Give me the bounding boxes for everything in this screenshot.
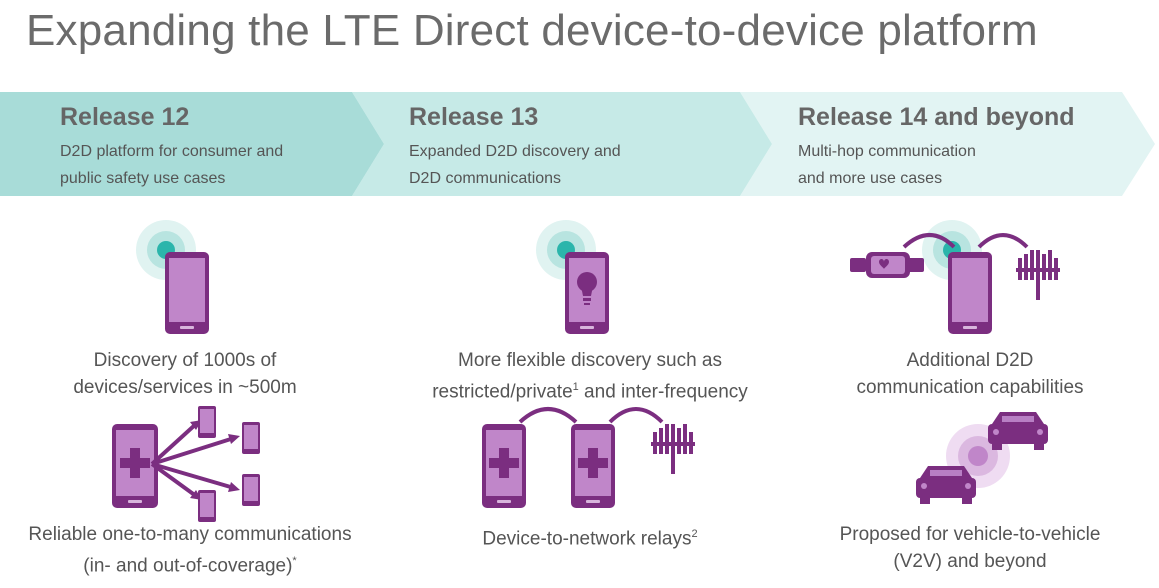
- car-icon: [988, 412, 1048, 450]
- page-title: Expanding the LTE Direct device-to-devic…: [26, 6, 1038, 55]
- wearable-phone-tower-icon: [850, 220, 1060, 334]
- caption-one-to-many: Reliable one-to-many communications(in- …: [28, 524, 352, 577]
- banner-segment-3: [740, 92, 1155, 196]
- car-icon: [916, 466, 976, 504]
- banner-segment-1: [0, 92, 384, 196]
- banner-segment-2: [352, 92, 772, 196]
- caption-v2v: Proposed for vehicle-to-vehicle(V2V) and…: [839, 524, 1101, 572]
- release-banner: [0, 92, 1155, 196]
- cars-v2v-icon: [916, 412, 1048, 504]
- release-12-block: Release 12 D2D platform for consumer and…: [60, 103, 283, 192]
- caption-relays: Device-to-network relays2: [482, 528, 698, 550]
- lightbulb-phone-icon: [536, 220, 609, 334]
- signal-phone-icon: [136, 220, 209, 334]
- release-12-title: Release 12: [60, 103, 190, 131]
- relay-phones-tower-icon: [482, 407, 695, 508]
- release-13-title: Release 13: [409, 103, 539, 131]
- release-14-title: Release 14 and beyond: [798, 103, 1075, 131]
- medical-phone-broadcast-icon: [112, 406, 260, 522]
- release-14-block: Release 14 and beyond Multi-hop communic…: [798, 103, 1075, 192]
